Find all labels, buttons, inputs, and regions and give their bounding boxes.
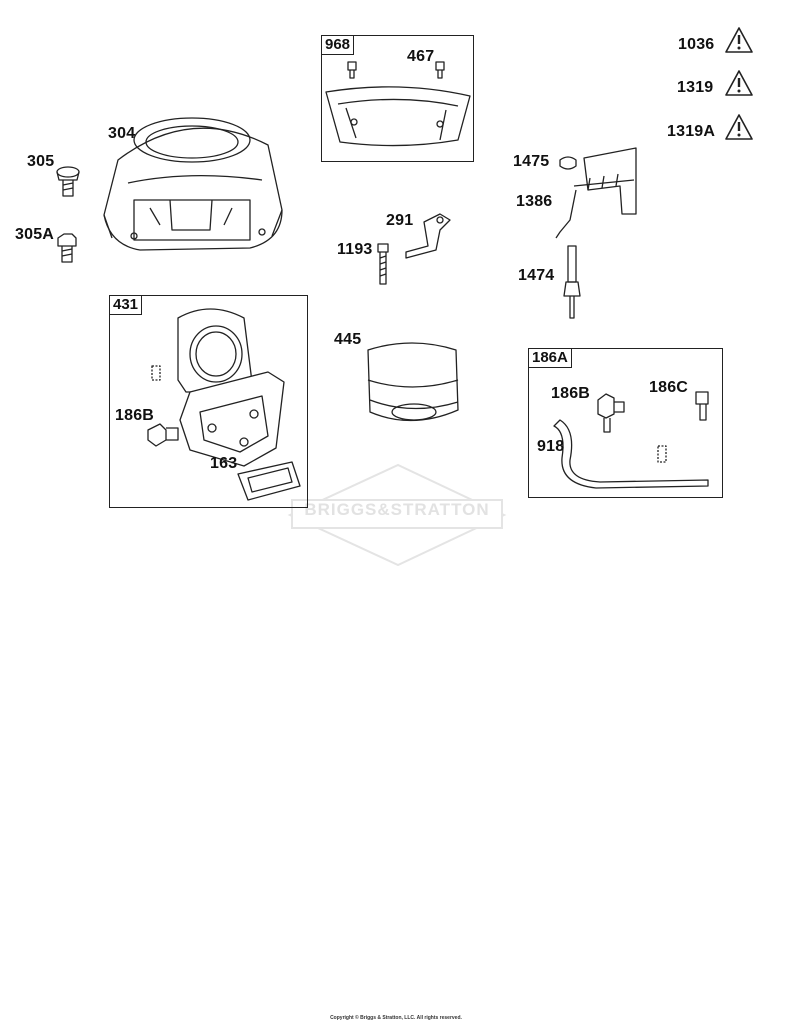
kit-box-968: 968 [321, 35, 474, 162]
watermark-text: BRIGGS&STRATTON [304, 500, 490, 519]
kit-label-186a[interactable]: 186A [529, 349, 572, 368]
part-label-918[interactable]: 918 [537, 438, 565, 455]
part-label-1036[interactable]: 1036 [678, 36, 715, 53]
baffle-1386-illustration [555, 147, 637, 239]
part-label-1475[interactable]: 1475 [513, 153, 550, 170]
warning-triangle-icon[interactable] [724, 26, 754, 54]
shaft-1474-illustration [563, 245, 581, 319]
screw-1193-illustration [377, 243, 389, 285]
part-label-1386[interactable]: 1386 [516, 193, 553, 210]
copyright-notice: Copyright © Briggs & Stratton, LLC. All … [330, 1015, 462, 1021]
brand-logo-watermark [287, 463, 507, 567]
part-label-467[interactable]: 467 [407, 48, 435, 65]
kit-box-431: 431 [109, 295, 308, 508]
part-label-1319[interactable]: 1319 [677, 79, 714, 96]
blower-housing-illustration [103, 117, 283, 251]
nut-1475-illustration [559, 156, 577, 170]
part-label-186b-right[interactable]: 186B [551, 385, 591, 402]
fuel-line-kit-illustration [553, 391, 709, 489]
cover-kit-illustration [325, 61, 471, 147]
kit-label-431[interactable]: 431 [110, 296, 143, 315]
part-label-291[interactable]: 291 [386, 212, 414, 229]
kit-label-968[interactable]: 968 [322, 36, 355, 55]
part-label-1319a[interactable]: 1319A [667, 123, 716, 140]
warning-triangle-icon[interactable] [724, 69, 754, 97]
part-label-445[interactable]: 445 [334, 331, 362, 348]
air-filter-445-illustration [367, 342, 459, 422]
part-label-186c[interactable]: 186C [649, 379, 689, 396]
kit-box-186a: 186A [528, 348, 723, 498]
part-label-163[interactable]: 163 [210, 455, 238, 472]
bolt-305a-illustration [57, 233, 77, 263]
bracket-291-illustration [405, 213, 451, 259]
part-label-186b-left[interactable]: 186B [115, 407, 155, 424]
part-label-1193[interactable]: 1193 [337, 241, 373, 258]
part-label-305[interactable]: 305 [27, 153, 55, 170]
warning-triangle-icon[interactable] [724, 113, 754, 141]
part-label-1474[interactable]: 1474 [518, 267, 555, 284]
air-cleaner-base-illustration [147, 308, 301, 501]
part-label-305a[interactable]: 305A [15, 226, 55, 243]
part-label-304[interactable]: 304 [108, 125, 136, 142]
bolt-305-illustration [56, 166, 80, 197]
